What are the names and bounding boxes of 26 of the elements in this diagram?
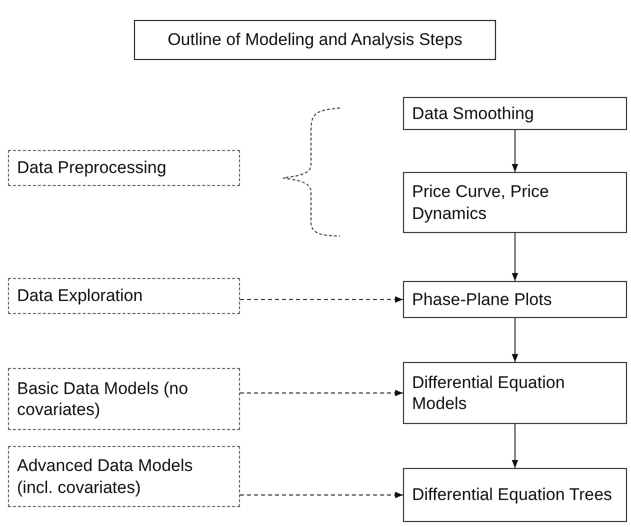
stage-box [8,278,240,314]
box-label: Price Curve, Price Dynamics [412,181,550,224]
process-box [403,172,627,233]
arrow [512,318,518,362]
stage-box [8,446,240,507]
stage-box [8,150,240,186]
arrow [240,296,404,303]
box-label: Advanced Data Models (incl. covariates) [17,455,194,498]
arrow [240,390,404,396]
box-label: Data Preprocessing [17,157,166,179]
box-label: Phase-Plane Plots [412,288,552,310]
process-box [403,362,627,424]
box-label: Basic Data Models (no covariates) [17,378,190,420]
arrow [240,492,404,498]
arrow [512,232,518,282]
arrow [512,424,518,468]
stage-box [8,368,240,430]
box-label: Differential Equation Models [412,372,566,414]
process-box [403,281,627,318]
box-label: Data Exploration [17,285,143,307]
arrow [512,130,518,172]
process-box [403,97,627,130]
box-label: Data Smoothing [412,102,534,124]
process-box [403,468,627,522]
title-box: Outline of Modeling and Analysis Steps [134,20,496,60]
box-label: Differential Equation Trees [412,484,612,506]
